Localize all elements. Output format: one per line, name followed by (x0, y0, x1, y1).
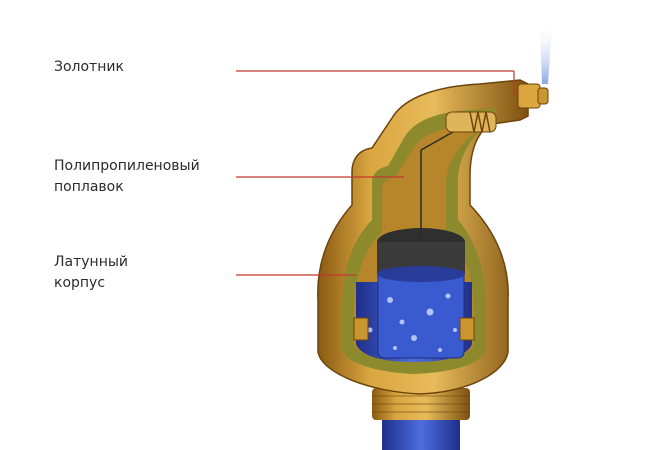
air-spray (540, 28, 552, 84)
label-float-line2: поплавок (54, 179, 124, 195)
label-spool: Золотник (54, 57, 124, 78)
label-spool-text: Золотник (54, 59, 124, 75)
inlet-pipe (382, 415, 460, 450)
label-float-line1: Полипропиленовый (54, 158, 200, 174)
label-float: Полипропиленовый поплавок (54, 156, 200, 198)
spool-valve (445, 83, 549, 133)
label-body: Латунный корпус (54, 252, 128, 294)
label-body-line1: Латунный (54, 254, 129, 270)
clip-right (459, 317, 475, 341)
air-bubbles (367, 293, 457, 352)
clip-left (353, 317, 369, 341)
leader-lines (236, 70, 515, 276)
label-body-line2: корпус (54, 275, 106, 291)
